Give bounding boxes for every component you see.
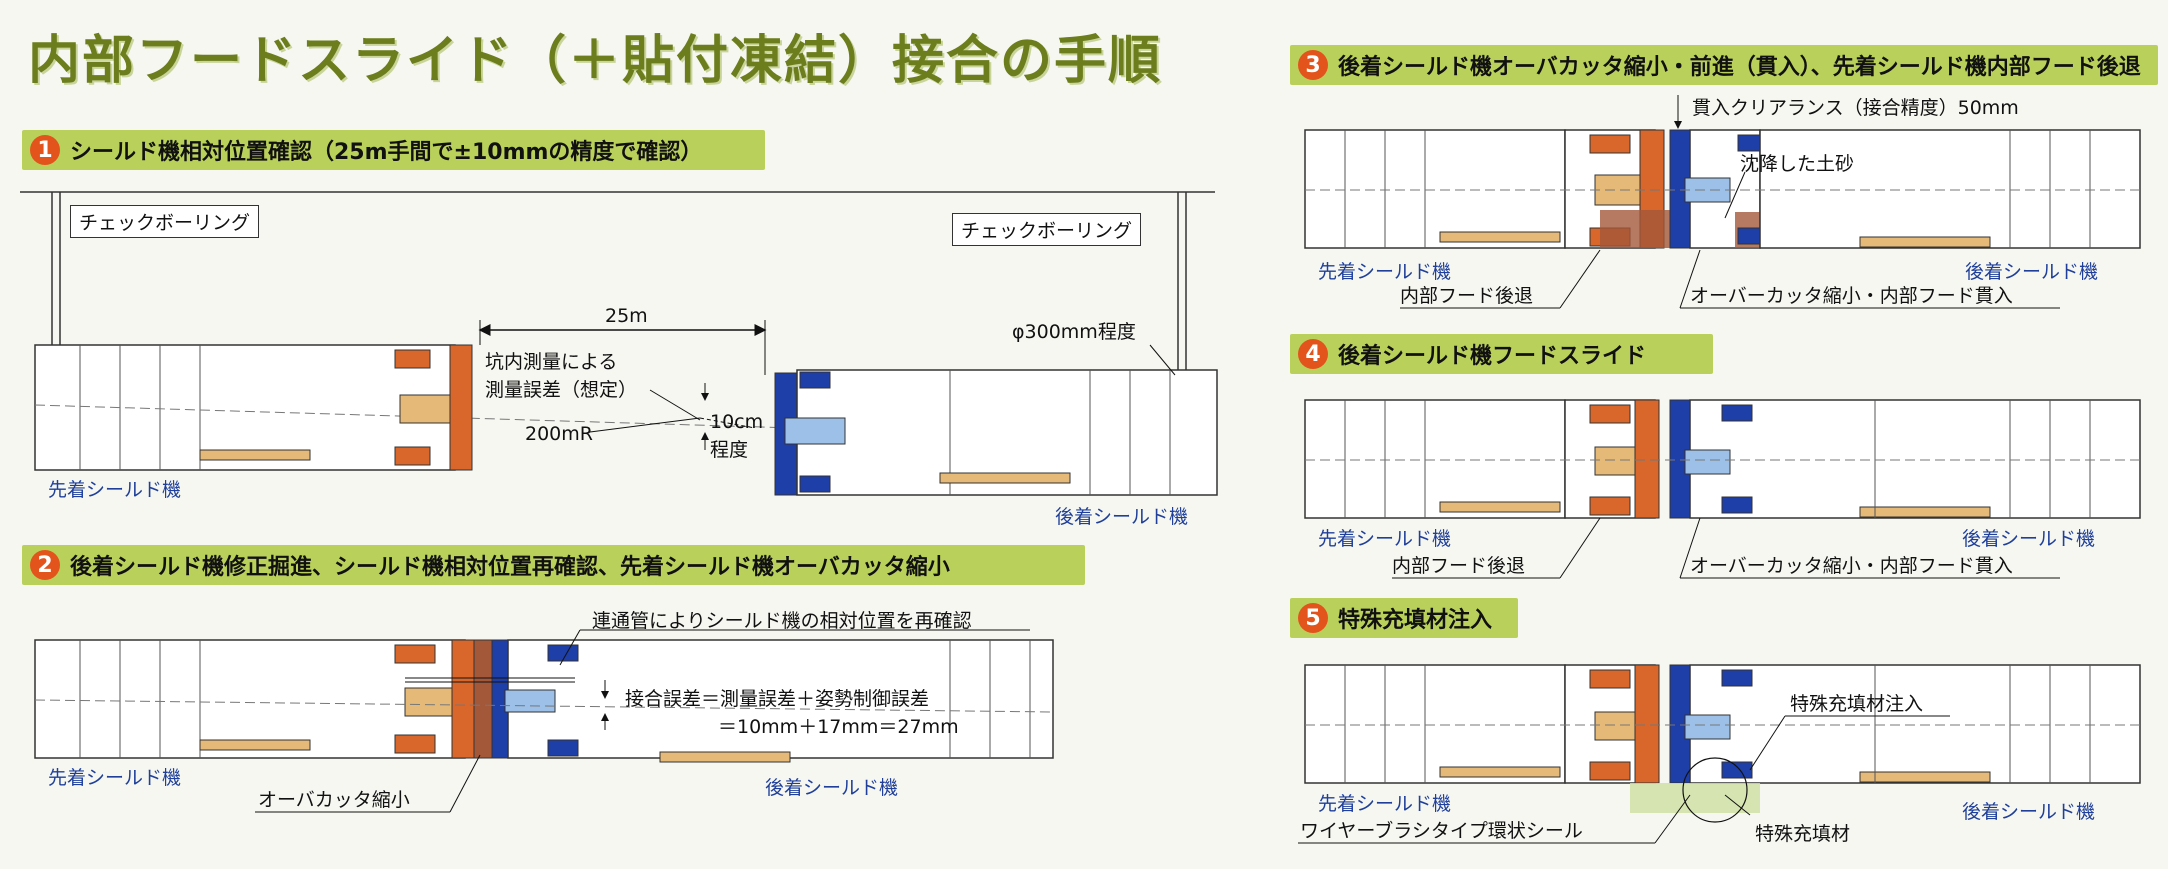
step-4-title: 後着シールド機フードスライド <box>1338 344 1647 369</box>
follow-machine-label-1: 後着シールド機 <box>1055 506 1188 528</box>
lead-machine-label-2: 先着シールド機 <box>48 767 181 789</box>
inner-hood-retreat-label-4: 内部フード後退 <box>1392 555 1525 577</box>
lead-machine-label-3: 先着シールド機 <box>1318 261 1451 283</box>
wire-brush-seal-label: ワイヤーブラシタイプ環状シール <box>1300 819 1583 842</box>
special-fill-inject-label: 特殊充填材注入 <box>1790 693 1923 715</box>
step-1-header: 1 シールド機相対位置確認（25m手間で±10mmの精度で確認） <box>22 130 765 170</box>
follow-machine-label-5: 後着シールド機 <box>1962 801 2095 823</box>
clearance-label: 貫入クリアランス（接合精度）50mm <box>1692 97 2019 119</box>
step-2-diagram: 連通管によりシールド機の相対位置を再確認 接合誤差＝測量誤差＋姿勢制御誤差 ＝1… <box>34 610 1054 813</box>
overcutter-penetrate-label-4: オーバーカッタ縮小・内部フード貫入 <box>1690 555 2013 577</box>
check-boring-left-label: チェックボーリング <box>70 205 260 238</box>
step-5-header: 5 特殊充填材注入 <box>1290 598 1518 638</box>
step-3-header: 3 後着シールド機オーバカッタ縮小・前進（貫入）、先着シールド機内部フード後退 <box>1290 45 2158 85</box>
dist-25m-label: 25m <box>605 305 648 327</box>
reconfirm-label: 連通管によりシールド機の相対位置を再確認 <box>592 610 972 632</box>
joint-error-label-2: ＝10mm＋17mm＝27mm <box>718 716 959 738</box>
lead-machine-label-1: 先着シールド機 <box>48 479 181 501</box>
overcutter-shrink-label: オーバカッタ縮小 <box>258 789 410 811</box>
follow-machine-label-2: 後着シールド機 <box>765 777 898 799</box>
inner-hood-retreat-label-3: 内部フード後退 <box>1400 285 1533 307</box>
special-fill-label: 特殊充填材 <box>1755 823 1850 845</box>
page-title: 内部フードスライド（＋貼付凍結）接合の手順 <box>28 31 1163 91</box>
follow-shield-machine-1 <box>774 369 1218 496</box>
step-1-title: シールド機相対位置確認（25m手間で±10mmの精度で確認） <box>70 140 703 165</box>
settled-soil-label: 沈降した土砂 <box>1740 153 1854 175</box>
radius-label: 200mR <box>525 423 593 445</box>
step-3-diagram: 貫入クリアランス（接合精度）50mm 沈降した土砂 先着シールド機 後着シールド… <box>1304 95 2141 309</box>
phi-label: φ300mm程度 <box>1012 321 1136 343</box>
survey-error-label-2: 測量誤差（想定） <box>485 379 637 401</box>
lead-shield-machine-1 <box>34 344 1191 471</box>
offset-label-2: 程度 <box>710 439 748 461</box>
follow-machine-label-4: 後着シールド機 <box>1962 528 2095 550</box>
lead-machine-label-5: 先着シールド機 <box>1318 793 1451 815</box>
step-5-title: 特殊充填材注入 <box>1338 608 1493 633</box>
step-2-number: 2 <box>30 550 60 580</box>
follow-machine-label-3: 後着シールド機 <box>1965 261 2098 283</box>
step-4-diagram: 先着シールド機 後着シールド機 内部フード後退 オーバーカッタ縮小・内部フード貫… <box>1304 399 2141 579</box>
joint-error-label-1: 接合誤差＝測量誤差＋姿勢制御誤差 <box>625 688 929 710</box>
survey-error-label-1: 坑内測量による <box>485 351 617 373</box>
lead-machine-label-4: 先着シールド機 <box>1318 528 1451 550</box>
step-2-title: 後着シールド機修正掘進、シールド機相対位置再確認、先着シールド機オーバカッタ縮小 <box>70 555 950 580</box>
step-5-diagram: 特殊充填材注入 先着シールド機 後着シールド機 ワイヤーブラシタイプ環状シール … <box>1298 664 2141 845</box>
step-1-diagram: 25m 坑内測量による 測量誤差（想定） 200mR 10cm 程度 φ300m… <box>20 191 1218 528</box>
step-4-header: 4 後着シールド機フードスライド <box>1290 334 1713 374</box>
step-4-number: 4 <box>1298 339 1328 369</box>
step-1-number: 1 <box>30 135 60 165</box>
offset-label-1: 10cm <box>710 411 763 433</box>
step-5-number: 5 <box>1298 603 1328 633</box>
check-boring-right-label: チェックボーリング <box>952 213 1142 246</box>
step-3-number: 3 <box>1298 50 1328 80</box>
overcutter-penetrate-label-3: オーバーカッタ縮小・内部フード貫入 <box>1690 285 2013 307</box>
step-2-header: 2 後着シールド機修正掘進、シールド機相対位置再確認、先着シールド機オーバカッタ… <box>22 545 1085 585</box>
step-3-title: 後着シールド機オーバカッタ縮小・前進（貫入）、先着シールド機内部フード後退 <box>1338 55 2141 80</box>
